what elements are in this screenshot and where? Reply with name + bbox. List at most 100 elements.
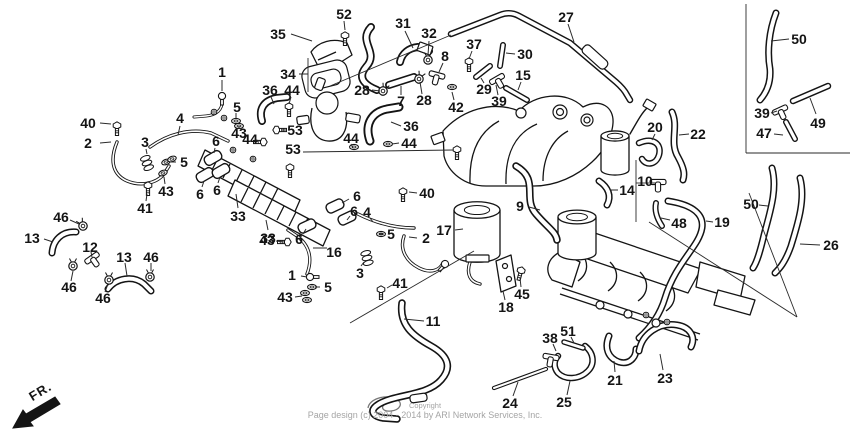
callout-10: 10 <box>637 173 653 189</box>
callout-6: 6 <box>213 182 221 198</box>
hose-inner <box>751 166 776 270</box>
pump-body <box>557 217 597 261</box>
callout-17: 17 <box>436 222 452 238</box>
bolt-icon <box>452 145 462 160</box>
callout-32: 32 <box>421 25 437 41</box>
tfit-icon <box>428 70 446 86</box>
callout-43: 43 <box>158 183 174 199</box>
callout-37: 37 <box>466 36 482 52</box>
callout-leader-2 <box>408 236 418 239</box>
tube-segment <box>211 162 231 180</box>
callout-1: 1 <box>218 64 226 80</box>
callout-51: 51 <box>560 323 576 339</box>
part-circle <box>315 91 339 115</box>
part-rect <box>465 254 490 263</box>
part-circle <box>623 309 633 319</box>
pointer-line <box>349 250 475 324</box>
callout-6: 6 <box>196 186 204 202</box>
hose-outer <box>466 260 482 286</box>
nut-icon <box>642 311 650 319</box>
pump-top-inner <box>606 132 624 140</box>
part-outline <box>547 251 581 288</box>
clamp-icon <box>68 258 78 271</box>
callout-25: 25 <box>556 394 572 410</box>
callout-40: 40 <box>419 185 435 201</box>
tube-segment <box>325 198 345 214</box>
callout-43: 43 <box>277 289 293 305</box>
copyright-notice: Copyright Page design (c) 2004 - 2014 by… <box>0 401 850 421</box>
stack-icon <box>140 154 154 172</box>
callout-28: 28 <box>416 92 432 108</box>
callout-leader-12 <box>90 251 93 258</box>
callout-33: 33 <box>230 208 246 224</box>
part-circle <box>501 262 509 270</box>
hose-inner <box>359 24 380 93</box>
callout-19: 19 <box>714 214 730 230</box>
bolt-icon <box>253 137 268 147</box>
part-rect <box>314 76 326 92</box>
hose-inner <box>604 334 638 365</box>
callout-leader-13 <box>43 238 54 243</box>
fit-icon <box>305 272 320 282</box>
callout-leader-35 <box>290 33 313 42</box>
ring-icon <box>231 117 241 125</box>
callout-1: 1 <box>288 267 296 283</box>
part-rect <box>409 392 428 404</box>
callout-7: 7 <box>397 93 405 109</box>
callout-leader-27 <box>567 23 575 43</box>
callout-leader-26 <box>799 243 821 246</box>
callout-leader-48 <box>660 217 671 221</box>
callout-50: 50 <box>791 31 807 47</box>
callout-leader-30 <box>505 52 516 55</box>
callout-45: 45 <box>514 286 530 302</box>
hose-inner <box>493 368 547 389</box>
callout-4: 4 <box>176 110 184 126</box>
callout-leader-50 <box>770 38 790 42</box>
callout-leader-52 <box>343 20 346 31</box>
bolt-icon <box>285 163 295 178</box>
callout-3: 3 <box>356 265 364 281</box>
bolt-icon <box>284 102 294 117</box>
bolt-icon <box>340 31 350 46</box>
part-outline <box>240 187 309 233</box>
tfit-icon <box>84 251 100 268</box>
part-outline <box>310 107 348 142</box>
tube-segment <box>203 149 223 167</box>
pointer-line <box>748 192 798 318</box>
callout-leader-44 <box>391 142 400 145</box>
callout-6: 6 <box>350 203 358 219</box>
ring-icon <box>300 289 310 297</box>
fr-arrow <box>12 396 61 429</box>
hose-inner <box>637 139 662 166</box>
callout-leader-45 <box>519 277 522 288</box>
part-rect <box>581 44 609 70</box>
callout-9: 9 <box>516 198 524 214</box>
callout-41: 41 <box>137 200 153 216</box>
callout-leader-17 <box>454 228 464 231</box>
callout-43: 43 <box>231 125 247 141</box>
callout-53: 53 <box>285 141 301 157</box>
callout-13: 13 <box>116 249 132 265</box>
nut-icon <box>663 318 671 326</box>
hose-inner <box>498 43 505 68</box>
callout-39: 39 <box>491 93 507 109</box>
bolt-icon <box>376 285 386 300</box>
part-outline <box>542 130 569 182</box>
callout-leader-36 <box>270 96 275 105</box>
part-outline <box>367 396 401 412</box>
hose-inner <box>149 130 229 148</box>
callout-42: 42 <box>448 99 464 115</box>
callout-6: 6 <box>212 133 220 149</box>
callout-leader-23 <box>659 353 664 371</box>
hose-inner <box>401 235 444 272</box>
pump-top-inner <box>566 212 588 222</box>
callout-leader-15 <box>517 81 522 91</box>
part-circle <box>583 116 591 124</box>
callout-48: 48 <box>671 215 687 231</box>
pointer-line <box>329 34 452 87</box>
pump-top <box>557 209 597 225</box>
callout-21: 21 <box>607 372 623 388</box>
callout-leader-49 <box>809 97 817 115</box>
callout-leader-19 <box>705 220 714 223</box>
clamp-icon <box>378 82 390 96</box>
